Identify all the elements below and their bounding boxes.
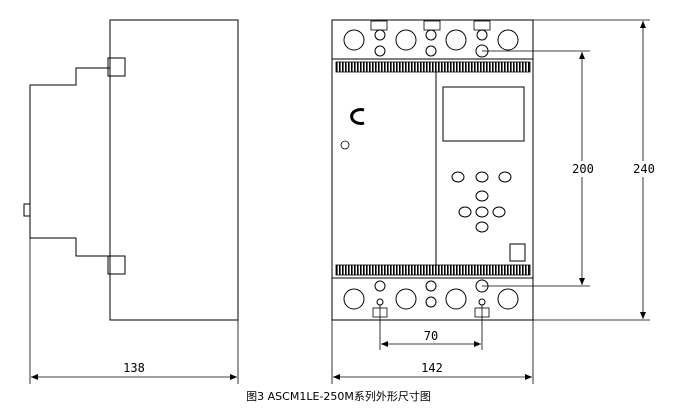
keypad-button (475, 171, 489, 183)
keypad-button (451, 171, 465, 183)
mount-hole (425, 280, 437, 292)
side-profile-outline (29, 67, 110, 257)
side-bottom-clip (107, 255, 126, 275)
keypad-button (498, 171, 512, 183)
body-height-label: 200 (572, 162, 594, 176)
side-view: 138 (23, 19, 239, 384)
mount-hole (425, 296, 437, 308)
terminal-screw (445, 288, 467, 310)
mount-hole (425, 29, 437, 41)
terminal-screw (497, 29, 519, 51)
terminal-screw (395, 288, 417, 310)
keypad-button (475, 221, 489, 233)
mount-hole (374, 280, 386, 292)
keypad (451, 171, 512, 233)
terminal-screw (343, 288, 365, 310)
keypad-button (492, 206, 506, 218)
mount-hole (376, 298, 384, 306)
side-top-clip (107, 57, 126, 77)
overall-height-label: 240 (633, 162, 655, 176)
front-main-body (331, 58, 534, 279)
front-view: 70 142 200 240 (331, 19, 656, 384)
figure-caption: 图3 ASCM1LE-250M系列外形尺寸图 (246, 390, 431, 403)
mount-hole (476, 29, 488, 41)
terminal-screw (445, 29, 467, 51)
mount-hole (374, 45, 386, 57)
indicator-window (509, 243, 526, 262)
mount-spacing-label: 70 (424, 329, 438, 343)
mount-hole (478, 298, 486, 306)
top-terminal-block (343, 20, 519, 58)
depth-dimension-label: 138 (123, 361, 145, 375)
top-heatsink-fins (336, 62, 530, 72)
bottom-heatsink-fins (336, 265, 530, 275)
mount-hole (425, 45, 437, 57)
display-window (442, 86, 525, 142)
keypad-button (458, 206, 472, 218)
terminal-screw (497, 288, 519, 310)
width-dimension-label: 142 (421, 361, 443, 375)
terminal-screw (395, 29, 417, 51)
side-dinrail-tab (23, 203, 31, 217)
bottom-terminal-block (343, 279, 519, 318)
terminal-screw (343, 29, 365, 51)
keypad-button (475, 206, 489, 218)
keypad-button (475, 190, 489, 202)
mount-hole (374, 29, 386, 41)
brand-logo (350, 108, 365, 125)
side-main-body (109, 19, 239, 321)
